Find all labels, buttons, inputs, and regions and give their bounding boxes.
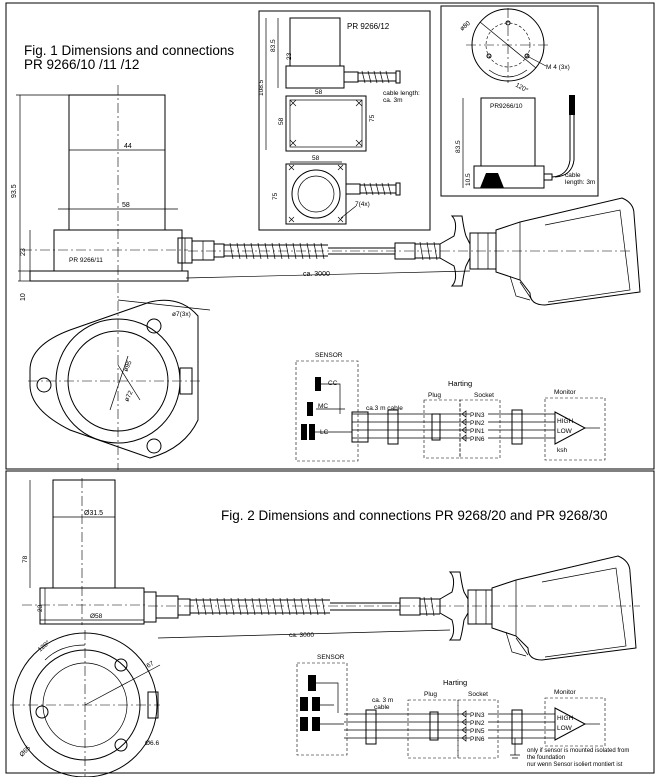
fig2-pin-3: PIN6	[470, 736, 485, 743]
fig1-dim-dia72: ø72	[123, 389, 134, 402]
fig1-circuit-cc: CC	[328, 380, 338, 387]
inset-pr9266-12: 83.5 23 108.5 PR 9266/12 58 58 75 cable …	[258, 10, 431, 231]
inset10-cable-line1: cable	[565, 172, 581, 179]
fig1-title-line2: PR 9266/10 /11 /12	[24, 57, 140, 72]
fig2-circuit-plug: Plug	[424, 691, 437, 698]
inset12-title: PR 9266/12	[347, 22, 390, 31]
inset12-cable-line1: cable length:	[383, 90, 420, 97]
fig2-circuit-harting: Harting	[443, 678, 467, 687]
fig2-note-line1: only if sensor is mounted isolated from	[527, 748, 629, 754]
fig1-dim-58: 58	[122, 202, 130, 209]
inset10-dim-dia80: ø80	[459, 20, 472, 33]
fig2-circuit-sensor: SENSOR	[317, 654, 345, 661]
fig2-circuit-monitor: Monitor	[554, 689, 577, 696]
inset10-title: PR9266/10	[490, 103, 523, 110]
fig2-circuit-high: HIGH	[557, 715, 574, 722]
fig1-dim-93-5: 93.5	[11, 184, 18, 198]
fig2-dim-dia6-6: Ø6.6	[145, 740, 159, 747]
fig2-pin-0: PIN3	[470, 712, 485, 719]
fig2-note-line2: the foundation	[527, 755, 565, 761]
inset12-dim-58a: 58	[315, 89, 323, 96]
fig2-dim-dia31-5: Ø31.5	[84, 510, 103, 517]
inset12-dim-75b: 75	[272, 192, 279, 200]
inset12-dim-58b: 58	[278, 117, 285, 125]
fig1-dim-dia95: ø95	[122, 359, 133, 372]
inset10-angle: 120°	[514, 81, 530, 95]
fig2-circuit: SENSOR ca. 3 m cable Harting Plug Socket…	[296, 654, 629, 768]
fig1-circuit-mc: MC	[318, 403, 328, 410]
fig1-dim-44: 44	[124, 143, 132, 150]
inset12-dim-83-5: 83.5	[270, 39, 277, 52]
fig1-circuit-socket: Socket	[474, 392, 494, 399]
fig2-dim-78: 78	[22, 555, 29, 563]
fig1-hose	[224, 242, 328, 260]
fig1-circuit-lc: LC	[320, 429, 329, 436]
inset10-dim-10-5: 10.5	[465, 173, 472, 186]
fig2-note-line3: nur wenn Sensor isoliert montiert ist	[527, 762, 623, 768]
fig1-circuit-monitor: Monitor	[554, 389, 577, 396]
fig1-circuit-low: LOW	[557, 428, 573, 435]
fig1-bottom-view: ø7(3x) ø95 ø72	[28, 299, 211, 459]
inset12-cable-line2: ca. 3m	[383, 97, 403, 104]
fig2-bottom-view: 120° 67 Ø6.6 Ø65	[10, 630, 161, 777]
fig1-circuit-high: HIGH	[557, 418, 574, 425]
inset12-dim-75: 75	[369, 114, 376, 122]
fig1-circuit-cable: ca.3 m cable	[366, 405, 403, 412]
inset10-cable-line2: length: 3m	[565, 179, 595, 186]
inset12-dim-108-5: 108.5	[258, 79, 265, 96]
fig1-circuit-ksh: ksh	[557, 447, 568, 454]
fig2-circuit-low: LOW	[557, 725, 573, 732]
fig1-dim-10: 10	[20, 293, 27, 301]
fig2-circuit-cable-line2: cable	[374, 704, 390, 711]
fig1-dim-dia7: ø7(3x)	[172, 311, 191, 318]
fig2-title: Fig. 2 Dimensions and connections PR 926…	[221, 508, 608, 523]
fig2-pin-1: PIN2	[470, 720, 485, 727]
fig1-pin-1: PIN2	[470, 420, 485, 427]
fig2-dim-23: 23	[37, 604, 44, 612]
inset12-hole: 7(4x)	[355, 201, 370, 208]
fig2-dim-dia65: Ø65	[18, 745, 32, 759]
inset12-dim-58c: 58	[312, 155, 320, 162]
fig1-pin-3: PIN6	[470, 436, 485, 443]
fig1-pin-2: PIN1	[470, 428, 485, 435]
inset12-dim-23: 23	[286, 52, 293, 60]
fig1-model-label: PR 9266/11	[69, 257, 103, 264]
fig2-dim-dia58: Ø58	[90, 613, 103, 620]
inset10-dim-83-5: 83.5	[455, 140, 462, 153]
fig1-circuit-sensor: SENSOR	[315, 352, 343, 359]
fig1-pin-0: PIN3	[470, 412, 485, 419]
inset-pr9266-10: ø80 M 4 (3x) 120° PR9266/10 83.5 10.5 ca…	[440, 5, 599, 197]
fig2-pin-2: PIN5	[470, 728, 485, 735]
fig1-frame	[5, 2, 655, 470]
fig2-frame	[5, 470, 655, 774]
fig2-dim-67: 67	[146, 660, 156, 670]
fig1-circuit: SENSOR CC MC LC ca.3 m cable Harting Plu…	[295, 352, 606, 462]
fig1-cable-length: ca. 3000	[303, 271, 330, 278]
fig1-circuit-harting: Harting	[448, 379, 472, 388]
inset10-thread: M 4 (3x)	[546, 64, 570, 71]
fig1-dim-23: 23	[20, 248, 27, 256]
fig2-cable-length: ca. 3000	[289, 632, 314, 639]
fig2-dim-angle: 120°	[36, 639, 52, 654]
fig2-circuit-cable-line1: ca. 3 m	[372, 697, 393, 704]
fig1-title-line1: Fig. 1 Dimensions and connections	[24, 43, 235, 58]
fig2-circuit-socket: Socket	[468, 691, 488, 698]
fig1-side-view: 93.5 23 10 44 58 PR 9266/11 ca. 3000	[11, 85, 641, 470]
fig1-circuit-plug: Plug	[428, 392, 441, 399]
fig2-side-view: Ø31.5 78 23 Ø58	[22, 478, 640, 661]
